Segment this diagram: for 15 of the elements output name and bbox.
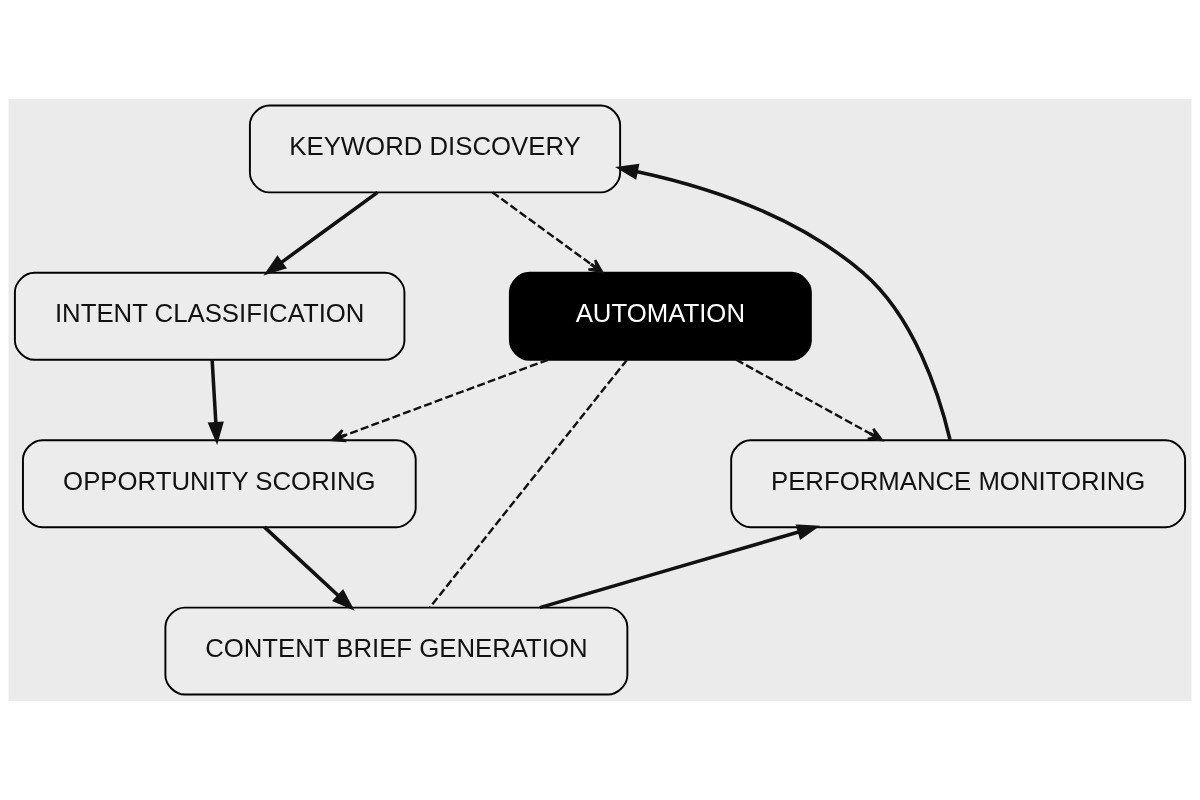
arrow (491, 191, 604, 274)
arrow (207, 359, 224, 446)
arrow (331, 358, 549, 443)
connector (429, 359, 628, 609)
arrow (615, 163, 952, 441)
node-box: CONTENT BRIEF GENERATION (164, 606, 629, 696)
arrow (735, 358, 884, 442)
node-box: INTENT CLASSIFICATION (13, 271, 406, 361)
node-box: PERFORMANCE MONITORING (730, 439, 1187, 529)
node-box: AUTOMATION (508, 271, 812, 361)
node-box: KEYWORD DISCOVERY (248, 104, 622, 194)
node-box: OPPORTUNITY SCORING (22, 439, 417, 529)
arrow (263, 525, 355, 611)
arrow (263, 190, 379, 276)
arrow (539, 524, 821, 610)
